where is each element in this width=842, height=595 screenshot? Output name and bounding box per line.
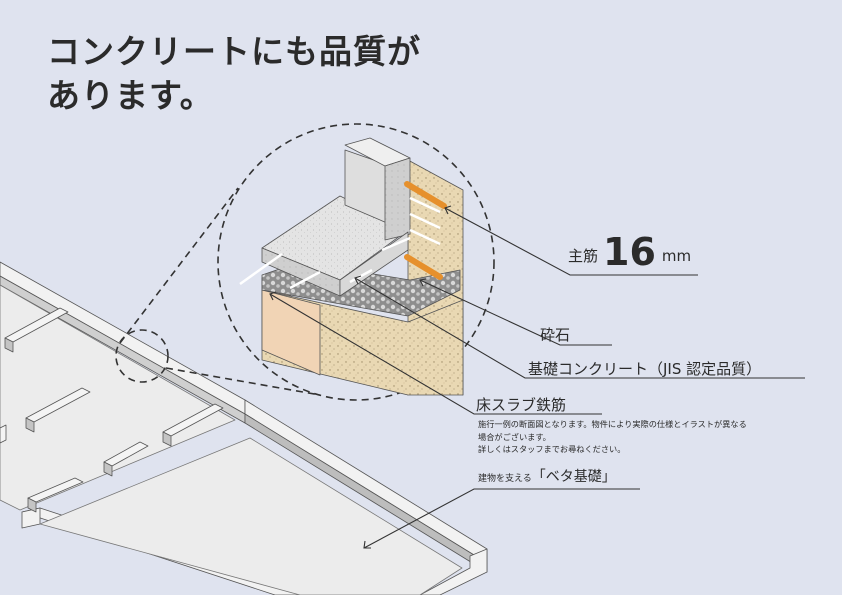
base-label-prefix: 建物を支える [478, 474, 532, 484]
disclaimer-note: 施行一例の断面図となります。物件により実際の仕様とイラストが異なる 場合がござい… [478, 418, 747, 456]
concrete-leader [354, 277, 805, 379]
lower-wall-left [21, 507, 41, 529]
floor-rebar-label: 床スラブ鉄筋 [476, 396, 567, 414]
leader-arrowheads [269, 205, 452, 549]
base-foundation-label: 建物を支える「ベタ基礎」 [478, 466, 616, 486]
wall-side [384, 157, 411, 241]
title-line-2: あります。 [47, 76, 214, 115]
interior-wall-3-side [162, 431, 172, 447]
zoom-connector-bottom [165, 367, 321, 396]
rebar-unit: mm [661, 247, 692, 265]
wall-rebars [409, 196, 441, 246]
rebar-size: 16 [603, 230, 656, 274]
rebar-label-prefix: 主筋 [568, 247, 599, 265]
room-floor-large [39, 437, 463, 595]
base-label-main: 「ベタ基礎」 [531, 469, 616, 485]
room-floor-left [0, 284, 236, 511]
interior-wall-2-side [25, 417, 35, 433]
concrete-label: 基礎コンクリート（JIS 認定品質） [528, 360, 762, 378]
zoom-detail-circle [217, 123, 495, 401]
interior-wall-6 [0, 424, 7, 444]
rebar-leader [444, 207, 698, 276]
zoom-connector-top [119, 187, 239, 344]
main-rebar-top [404, 181, 447, 209]
note-line-1: 施行一例の断面図となります。物件により実際の仕様とイラストが異なる [478, 419, 747, 429]
interior-wall-4-side [103, 461, 113, 477]
note-line-3: 詳しくはスタッフまでお尋ねください。 [478, 444, 626, 454]
foundation-cross-section [239, 137, 464, 396]
soil-face-left [261, 289, 321, 376]
gravel-leader [419, 279, 612, 346]
note-line-2: 場合がございます。 [478, 431, 551, 442]
zoom-callout [115, 123, 495, 401]
leader-lines [269, 207, 805, 549]
gravel-label: 砕石 [540, 326, 571, 344]
right-end-wall [419, 548, 488, 595]
interior-wall-5-side [27, 497, 37, 513]
zoom-source-circle [115, 329, 169, 383]
interior-wall-1-side [4, 337, 14, 353]
floor-rebar-leader [269, 293, 602, 415]
title-line-1: コンクリートにも品質が [47, 32, 421, 71]
base-leader [363, 488, 640, 549]
base-floor-plan [0, 261, 488, 595]
main-rebar-bottom [404, 254, 443, 280]
page-title: コンクリートにも品質が あります。 [47, 30, 421, 118]
